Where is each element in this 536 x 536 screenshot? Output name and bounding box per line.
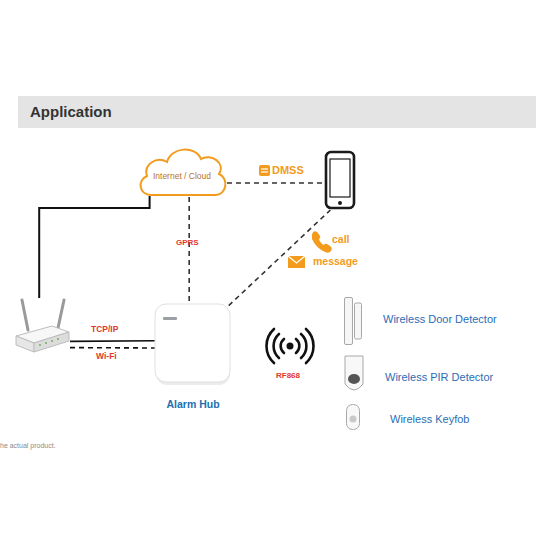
node-label: Internet / Cloud bbox=[137, 172, 227, 182]
connector-line bbox=[70, 340, 155, 342]
keyfob-button bbox=[350, 416, 357, 423]
pir-body bbox=[345, 356, 363, 390]
router-node bbox=[14, 298, 70, 360]
node-label: Wireless Keyfob bbox=[390, 413, 469, 426]
router-antenna bbox=[58, 300, 64, 328]
connector-label: TCP/IP bbox=[91, 325, 118, 334]
radio-band-label: RF868 bbox=[276, 372, 300, 381]
smartphone-node bbox=[324, 150, 356, 210]
router-led bbox=[51, 340, 53, 342]
rf-wave bbox=[266, 329, 274, 363]
node-label: Wireless Door Detector bbox=[383, 313, 497, 326]
pir-detector-node: Wireless PIR Detector bbox=[343, 354, 365, 396]
door-sensor-body bbox=[345, 298, 353, 345]
cloud-node: Internet / Cloud bbox=[137, 143, 227, 197]
connector-line bbox=[39, 196, 149, 298]
node-label: Alarm Hub bbox=[143, 398, 243, 410]
connector-label: DMSS bbox=[272, 164, 304, 176]
phone-button bbox=[338, 201, 342, 205]
keyfob-body bbox=[347, 405, 360, 430]
router-led bbox=[39, 344, 41, 346]
door-sensor-magnet bbox=[355, 303, 362, 339]
rf-wave bbox=[301, 334, 306, 358]
dmss-icon bbox=[259, 165, 270, 176]
channel-label: message bbox=[313, 256, 358, 268]
connector-label: Wi-Fi bbox=[96, 352, 117, 361]
pir-outline bbox=[343, 354, 365, 396]
phone-body bbox=[326, 152, 354, 208]
rf-wave bbox=[274, 334, 279, 358]
footnote-text: he actual product. bbox=[0, 442, 56, 450]
keyfob-outline bbox=[346, 404, 360, 430]
connector-line bbox=[70, 347, 155, 349]
header-band: Application bbox=[18, 96, 536, 128]
router-led bbox=[45, 342, 47, 344]
alarm-hub-node: Alarm Hub bbox=[155, 304, 231, 384]
door-outline bbox=[344, 297, 362, 345]
phone-outline bbox=[324, 150, 356, 210]
pir-lens bbox=[348, 374, 360, 384]
dmss-icon-body bbox=[259, 165, 270, 176]
page-title: Application bbox=[30, 103, 112, 120]
dmss-icon-line bbox=[261, 171, 268, 172]
hub-body bbox=[155, 304, 230, 382]
keyfob-node: Wireless Keyfob bbox=[346, 404, 360, 430]
router-antenna bbox=[22, 300, 28, 330]
message-icon bbox=[288, 256, 305, 268]
envelope-flap bbox=[288, 256, 305, 263]
connector-label: GPRS bbox=[176, 239, 199, 248]
router-outline bbox=[14, 298, 70, 360]
rf-dot bbox=[287, 343, 294, 350]
call-icon bbox=[312, 231, 332, 253]
router-front bbox=[16, 336, 34, 352]
router-side bbox=[34, 332, 69, 352]
rf-signal-symbol bbox=[266, 329, 313, 363]
rf-wave bbox=[306, 329, 314, 363]
router-led bbox=[57, 338, 59, 340]
connector-line bbox=[188, 197, 190, 304]
cloud-outline bbox=[137, 143, 227, 197]
dmss-icon-line bbox=[261, 168, 268, 169]
phone-screen bbox=[330, 159, 350, 197]
connector-label: call bbox=[332, 234, 350, 246]
door-detector-node: Wireless Door Detector bbox=[344, 297, 362, 345]
node-label: Wireless PIR Detector bbox=[385, 371, 493, 384]
rf-wave bbox=[296, 339, 299, 353]
rf-wave bbox=[281, 339, 284, 353]
hub-outline bbox=[155, 304, 231, 384]
envelope-body bbox=[288, 256, 305, 268]
hub-logo bbox=[163, 317, 177, 320]
connector-line bbox=[227, 182, 324, 184]
